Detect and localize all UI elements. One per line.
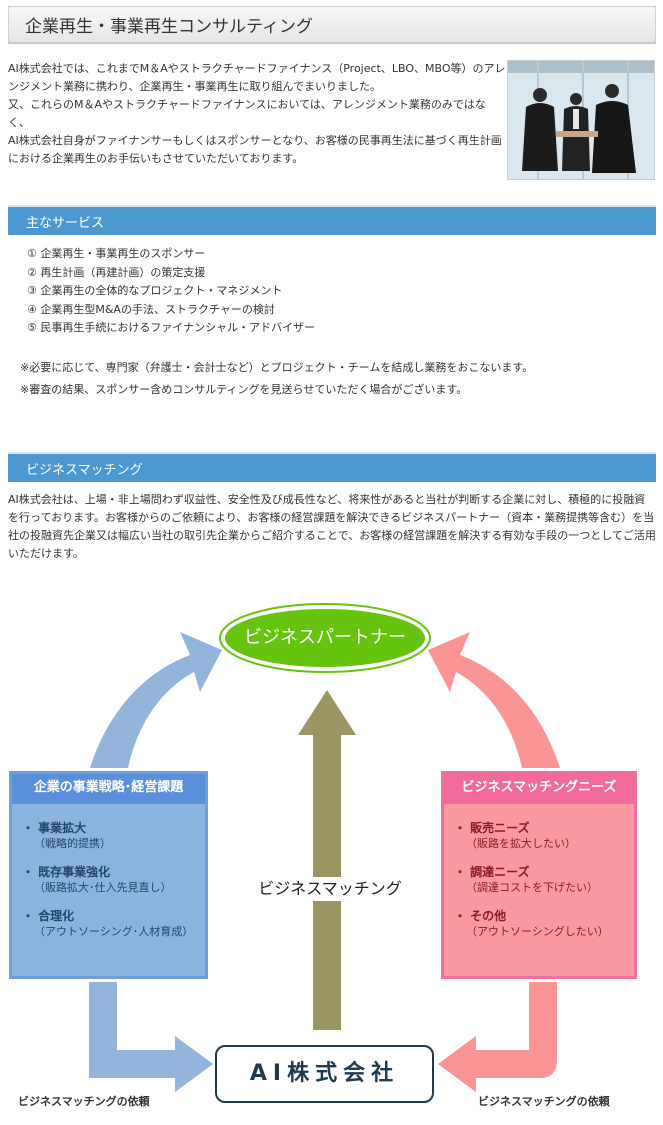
needs-box-title: ビジネスマッチングニーズ (444, 774, 634, 804)
page-header: 企業再生・事業再生コンサルティング (8, 6, 656, 44)
list-item: ・ 既存事業強化 （販路拡大･仕入先見直し） (22, 864, 205, 896)
partner-label: ビジネスパートナー (244, 627, 406, 648)
item-sub: （販路を拡大したい） (466, 837, 576, 850)
list-item: ③ 企業再生の全体的なプロジェクト・マネジメント (27, 284, 283, 297)
intro-text: AI株式会社では、これまでM＆Aやストラクチャードファイナンス（Project、… (8, 60, 506, 168)
diagram-arrows (89, 603, 560, 1092)
item-main: ・ 既存事業強化 (22, 865, 111, 879)
olive-up-arrow (298, 690, 356, 1030)
item-sub: （販路拡大･仕入先見直し） (34, 881, 172, 894)
business-handshake-photo (507, 60, 655, 180)
item-sub: （アウトソーシングしたい） (466, 925, 609, 938)
intro-line: 又、これらのM＆Aやストラクチャードファイナンスにおいては、アレンジメント業務の… (8, 98, 486, 129)
item-main: ・ 合理化 (22, 909, 75, 923)
item-main: ・ 販売ニーズ (454, 821, 530, 835)
intro-line: AI株式会社自身がファイナンサーもしくはスポンサーとなり、お客様の民事再生法に基… (8, 134, 502, 165)
list-item: ・ 調達ニーズ （調達コストを下げたい） (454, 864, 634, 896)
item-main: ・ 調達ニーズ (454, 865, 530, 879)
matching-description: AI株式会社は、上場・非上場問わず収益性、安全性及び成長性など、将来性があると当… (8, 493, 656, 560)
item-main: ・ その他 (454, 909, 507, 923)
blue-elbow-arrow (89, 982, 213, 1092)
business-matching-diagram: ビジネスパートナー ビジネスマッチング AI株式会社 企業の事業戦略･経営課題 … (0, 600, 663, 1125)
list-item: ・ その他 （アウトソーシングしたい） (454, 908, 634, 940)
request-label-right: ビジネスマッチングの依頼 (478, 1095, 610, 1108)
list-item: ・ 事業拡大 （戦略的提携） (22, 820, 205, 852)
matching-center-label: ビジネスマッチング (240, 877, 420, 901)
pink-arc-arrow (428, 632, 560, 768)
blue-arc-arrow (90, 632, 222, 768)
list-item: ・ 販売ニーズ （販路を拡大したい） (454, 820, 634, 852)
list-item: ② 再生計画（再建計画）の策定支援 (27, 265, 206, 279)
request-label-left: ビジネスマッチングの依頼 (18, 1095, 150, 1108)
services-list: ① 企業再生・事業再生のスポンサー ② 再生計画（再建計画）の策定支援 ③ 企業… (27, 245, 315, 338)
needs-box: ビジネスマッチングニーズ ・ 販売ニーズ （販路を拡大したい） ・ 調達ニーズ … (441, 771, 637, 979)
item-sub: （調達コストを下げたい） (466, 881, 598, 894)
list-item: ⑤ 民事再生手続におけるファイナンシャル・アドバイザー (27, 321, 316, 334)
list-item: ・ 合理化 （アウトソーシング･人材育成） (22, 908, 205, 940)
services-section-bar: 主なサービス (8, 205, 656, 235)
strategy-box: 企業の事業戦略･経営課題 ・ 事業拡大 （戦略的提携） ・ 既存事業強化 （販路… (9, 771, 208, 979)
list-item: ④ 企業再生型M&Aの手法、ストラクチャーの検討 (27, 302, 275, 316)
matching-section-bar: ビジネスマッチング (8, 452, 656, 482)
item-sub: （戦略的提携） (34, 837, 111, 850)
matching-title: ビジネスマッチング (26, 462, 143, 478)
list-item: ① 企業再生・事業再生のスポンサー (27, 247, 206, 260)
note-line: ※必要に応じて、専門家（弁護士・会計士など）とプロジェクト・チームを結成し業務を… (20, 361, 534, 374)
services-notes: ※必要に応じて、専門家（弁護士・会計士など）とプロジェクト・チームを結成し業務を… (20, 357, 533, 401)
item-main: ・ 事業拡大 (22, 821, 87, 835)
intro-line: AI株式会社では、これまでM＆Aやストラクチャードファイナンス（Project、… (8, 62, 506, 93)
company-box: AI株式会社 (215, 1045, 434, 1103)
services-title: 主なサービス (26, 215, 105, 231)
note-line: ※審査の結果、スポンサー含めコンサルティングを見送らせていただく場合がございます… (20, 383, 468, 396)
item-sub: （アウトソーシング･人材育成） (34, 925, 194, 938)
strategy-box-title: 企業の事業戦略･経営課題 (12, 774, 205, 804)
pink-elbow-arrow (438, 982, 557, 1092)
page-title: 企業再生・事業再生コンサルティング (25, 17, 313, 37)
